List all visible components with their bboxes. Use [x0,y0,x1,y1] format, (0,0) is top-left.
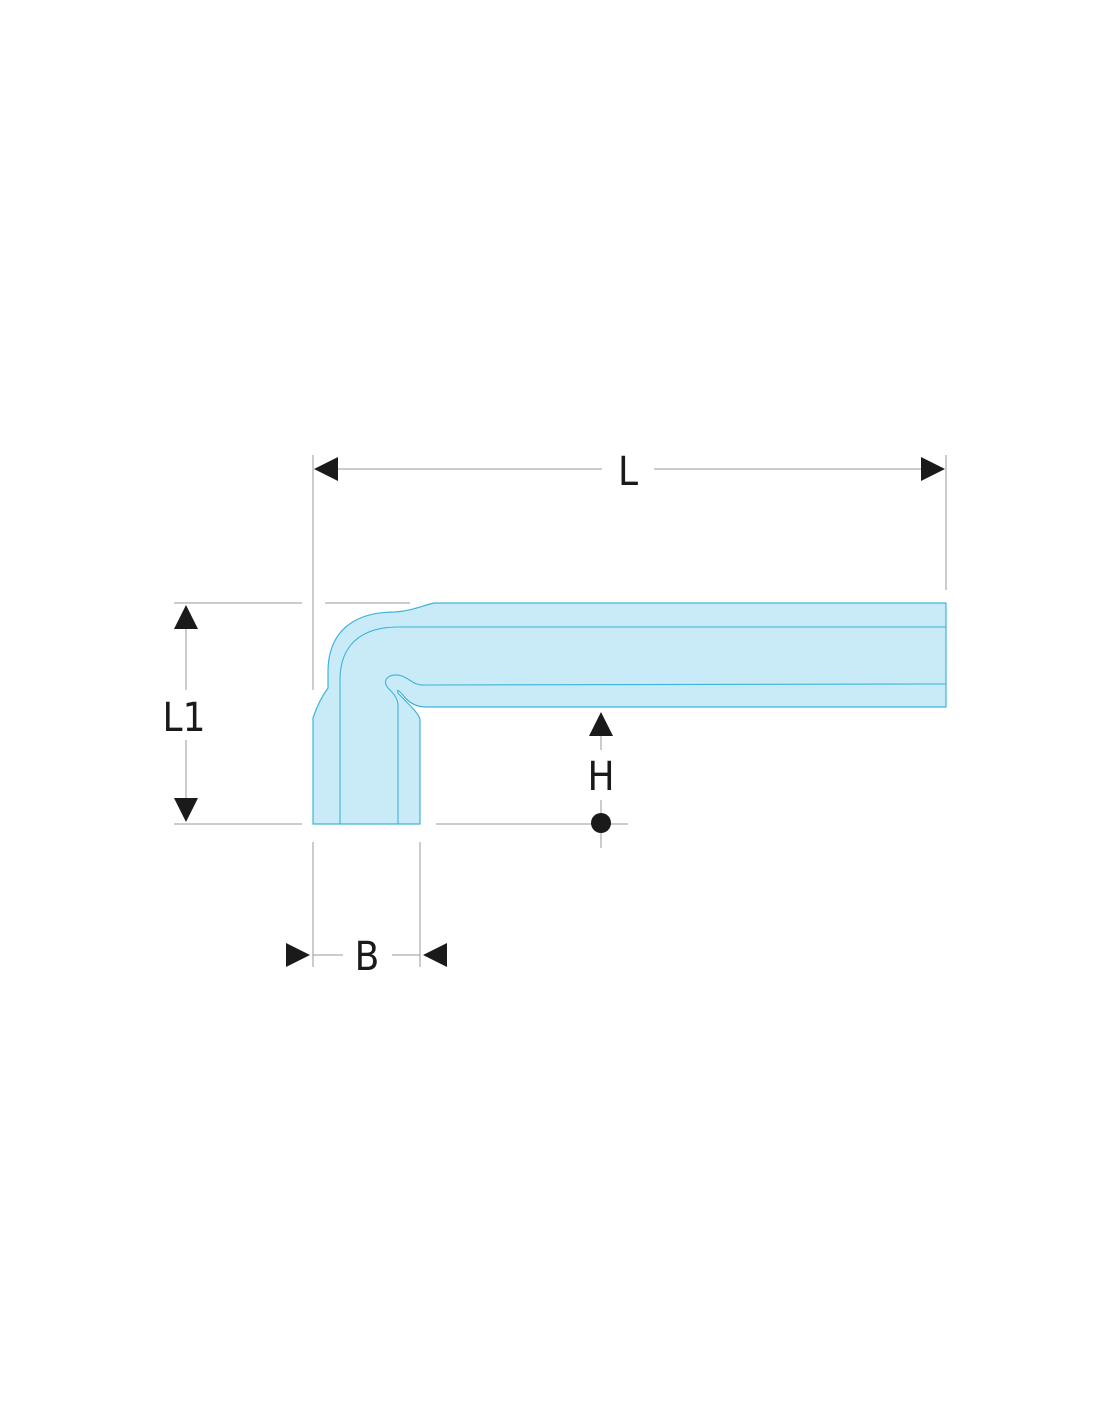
wrench-outline [312,602,947,825]
b-right-arrow [423,943,447,967]
l1-label: L1 [163,695,206,741]
wrench-top-inner-line [339,626,946,824]
dimension-b: B [286,934,447,980]
b-label: B [355,934,380,980]
l-label: L [618,449,638,495]
h-reference-point [591,813,611,833]
l1-top-arrow [174,605,198,629]
wrench-shape [312,602,947,825]
wrench-bottom-inner-line [385,674,947,824]
dimension-l1: L1 [163,605,206,822]
h-up-arrow [589,712,613,736]
l-left-arrow [314,457,338,481]
l1-bottom-arrow [174,798,198,822]
dimension-l: L [314,449,945,495]
extension-lines [174,455,947,967]
b-left-arrow [286,943,310,967]
l-right-arrow [921,457,945,481]
h-label: H [587,754,614,800]
dimension-h: H [587,712,615,848]
